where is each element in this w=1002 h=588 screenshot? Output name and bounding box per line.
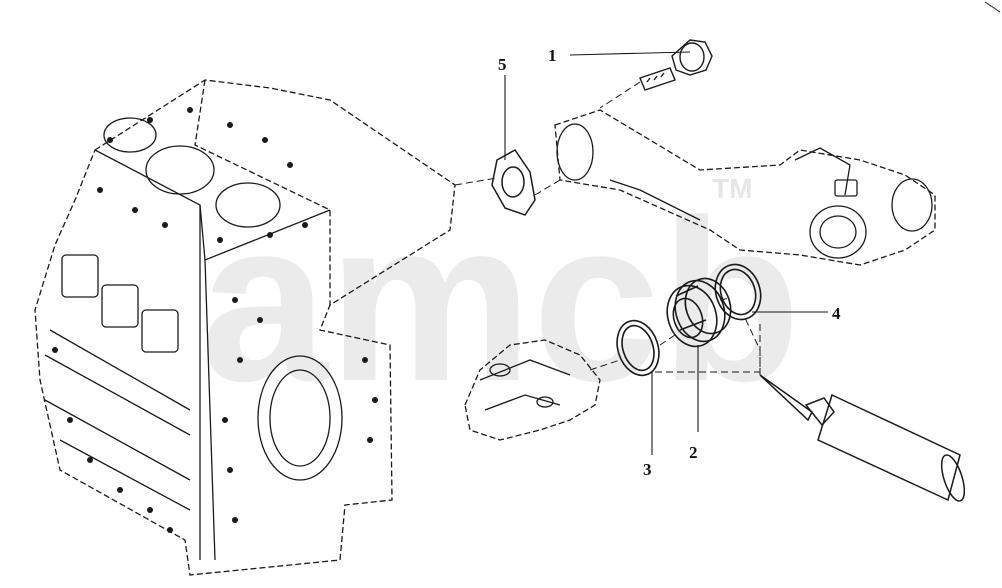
engine-block (34, 79, 456, 576)
alignment-lines (454, 81, 761, 375)
callout-1: 1 (548, 46, 557, 65)
callout-3: 3 (643, 460, 652, 479)
callout-2: 2 (689, 443, 698, 462)
callout-4: 4 (832, 304, 841, 323)
part-2-thermostat (666, 277, 732, 348)
part-4-o-ring (714, 263, 762, 321)
part-3-o-ring (616, 319, 660, 377)
watermark: amcb TM (200, 172, 801, 429)
corner-mark (984, 1, 1001, 13)
part-5-gasket (491, 149, 536, 216)
part-1-bolt (639, 39, 713, 91)
sealant-tube (759, 374, 966, 502)
outlet-pipe (464, 339, 601, 441)
callout-labels: 1 2 3 4 5 (498, 46, 841, 479)
watermark-trademark: TM (712, 173, 752, 204)
leader-lines (504, 51, 828, 455)
watermark-text: amcb (200, 172, 801, 429)
callout-5: 5 (498, 55, 507, 74)
water-flange-housing (554, 109, 936, 266)
